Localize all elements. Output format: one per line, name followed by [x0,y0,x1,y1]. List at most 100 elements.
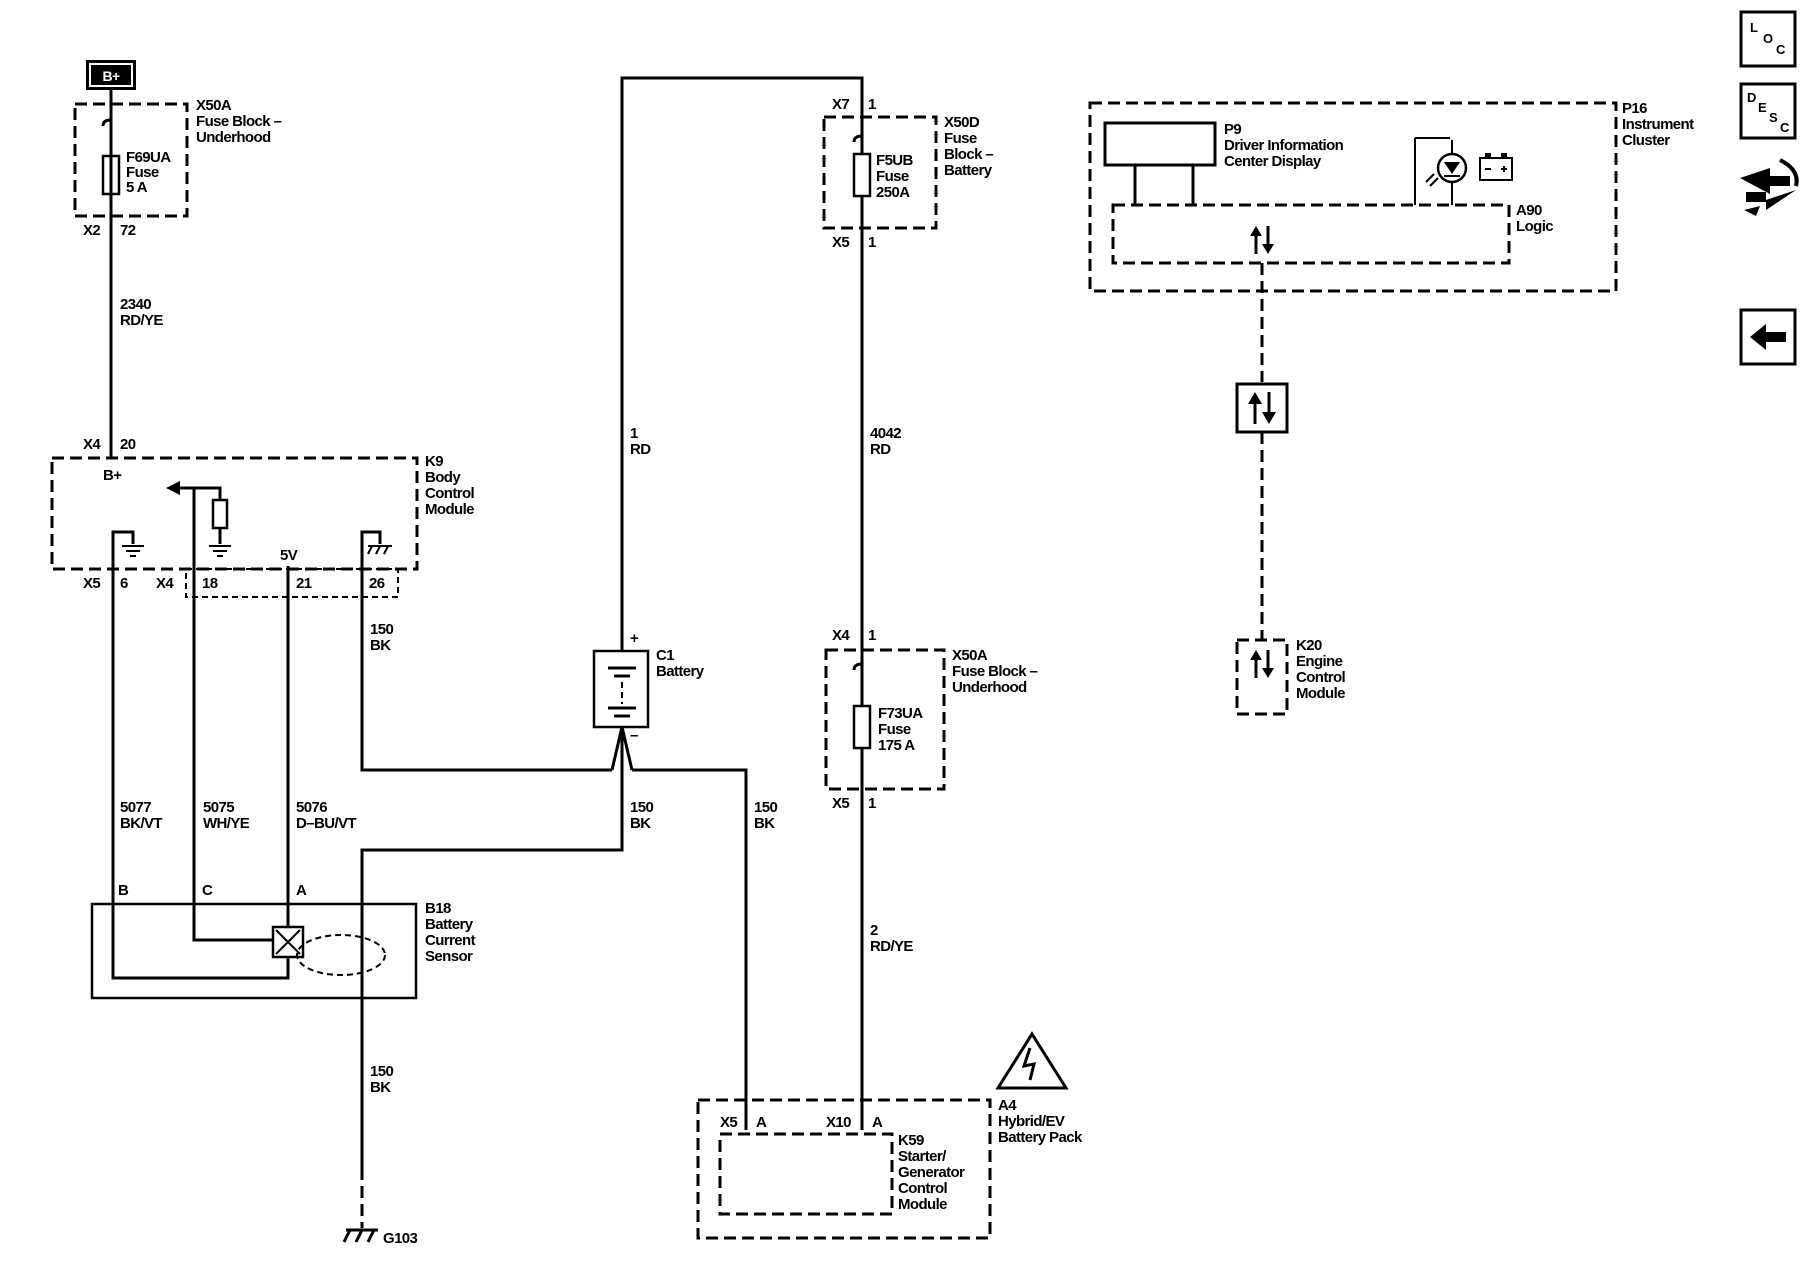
a4-x10-connector: X10 [826,1114,851,1131]
p9-name: P9 [1224,121,1241,138]
b18-desc-1: Battery [425,916,474,933]
loc-letter-c: C [1776,42,1786,57]
x50a-mid-top-connector: X4 [832,627,850,644]
a4-name: A4 [998,1097,1017,1114]
k9-name: K9 [425,453,443,470]
x50d-top-pin: 1 [868,96,876,113]
ground-g103: G103 [342,1228,418,1247]
fuse-f69ua-type: Fuse [126,164,159,181]
c1-minus: – [630,727,638,744]
x50a-top-pin: 72 [120,222,136,239]
k9-pin-6: 6 [120,575,128,592]
serial-data-icon [1250,650,1274,678]
p16-instrument-cluster: P16 Instrument Cluster P9 Driver Informa… [1088,100,1695,293]
ground-g103-label: G103 [383,1230,418,1247]
indicator-lamp-icon [1425,140,1468,205]
k20-desc-2: Control [1296,669,1346,686]
b18-pin-c: C [202,882,213,899]
wire-1-circuit: 1 [630,425,638,442]
wire-2-circuit: 2 [870,922,878,939]
desc-letter-d: D [1747,90,1756,105]
connector-view-button[interactable] [1740,158,1799,216]
connector-view-icon [1740,158,1799,216]
k20-name: K20 [1296,637,1322,654]
fuse-terminal-icon [852,115,864,150]
serial-data-icon [1248,392,1276,424]
desc-button[interactable]: D E S C [1739,82,1797,140]
b18-desc-2: Current [425,932,476,949]
fuse-terminal-icon [101,102,113,134]
fuse-icon [852,152,872,198]
x50d-bottom-pin: 1 [868,234,876,251]
wire-150-k9-circuit: 150 [370,621,393,638]
current-sensor-icon [271,925,305,959]
fuse-terminal-icon [852,650,864,678]
p9-display-icon [1103,121,1217,167]
wire-5075-circuit: 5075 [203,799,234,816]
x50a-mid-top-pin: 1 [868,627,876,644]
k9-pin-26: 26 [369,575,385,592]
a4-desc-1: Hybrid/EV [998,1113,1065,1130]
wire-5077-color: BK/VT [120,815,162,832]
a4-x10-pin: A [872,1114,883,1131]
wire-4042-circuit: 4042 [870,425,901,442]
p9-desc-1: Driver Information [1224,137,1344,154]
power-source: B+ [86,60,136,90]
fuse-f73ua-type: Fuse [878,721,911,738]
p9-desc-2: Center Display [1224,153,1322,170]
a4-x5-connector: X5 [720,1114,737,1131]
wire-150-k9-color: BK [370,637,391,654]
wire-4042-color: RD [870,441,891,458]
k9-5v-label: 5V [280,547,298,564]
wire-5077-circuit: 5077 [120,799,151,816]
loc-button[interactable]: L O C [1739,10,1797,68]
k59-name: K59 [898,1132,924,1149]
wire-150-ground-circuit: 150 [370,1063,393,1080]
k20-desc-1: Engine [1296,653,1343,670]
power-source-label: B+ [102,68,120,84]
p16-desc-2: Cluster [1622,132,1670,149]
a4-desc-2: Battery Pack [998,1129,1083,1146]
fuse-f69ua-rating: 5 A [126,179,148,196]
x50a-mid-name: X50A [952,647,988,664]
k9-x4-connector: X4 [156,575,174,592]
x50a-top-desc-2: Underhood [196,129,271,146]
loc-letter-l: L [1750,20,1758,35]
wire-2-color: RD/YE [870,938,913,955]
loc-letter-o: O [1763,31,1773,46]
a4-x5-pin: A [756,1114,767,1131]
fuse-icon [852,704,872,750]
back-button[interactable] [1739,308,1797,366]
battery-indicator-icon [1479,153,1513,181]
k9-desc-2: Control [425,485,475,502]
fuse-f5ub-name: F5UB [876,152,914,169]
k9-x5-connector: X5 [83,575,100,592]
c1-plus: + [630,630,639,647]
fuse-f73ua-name: F73UA [878,705,923,722]
ground-icon [122,545,144,557]
p16-name: P16 [1622,100,1647,117]
wire-150-k59-circuit: 150 [754,799,777,816]
hybrid-warning-icon [995,1031,1069,1090]
x50a-top-desc-1: Fuse Block – [196,113,282,130]
serial-data-connector [1235,382,1289,434]
signal-arrow-icon [166,481,180,495]
b18-desc-3: Sensor [425,948,473,965]
fuse-block-x50a-top: F69UA Fuse 5 A X50A Fuse Block – Underho… [73,97,282,240]
x50d-desc-1: Fuse [944,130,977,147]
wire-5076-circuit: 5076 [296,799,327,816]
battery-icon [608,666,636,718]
k59-desc-3: Control [898,1180,948,1197]
k59-desc-1: Starter/ [898,1148,947,1165]
x50a-mid-desc-2: Underhood [952,679,1027,696]
k9-pin-21: 21 [296,575,312,592]
b18-pin-a: A [296,882,307,899]
k9-desc-3: Module [425,501,474,518]
b18-pin-b: B [118,882,129,899]
k9-body-control-module: X4 20 B+ K9 Body Control Module 5V [50,436,475,940]
x50a-top-connector: X2 [83,222,100,239]
fuse-block-x50d: X7 1 F5UB Fuse 250A X50D Fuse Block – Ba… [822,96,994,251]
ground-icon [342,1228,378,1243]
loc-icon [1739,10,1797,68]
fuse-f5ub-type: Fuse [876,168,909,185]
